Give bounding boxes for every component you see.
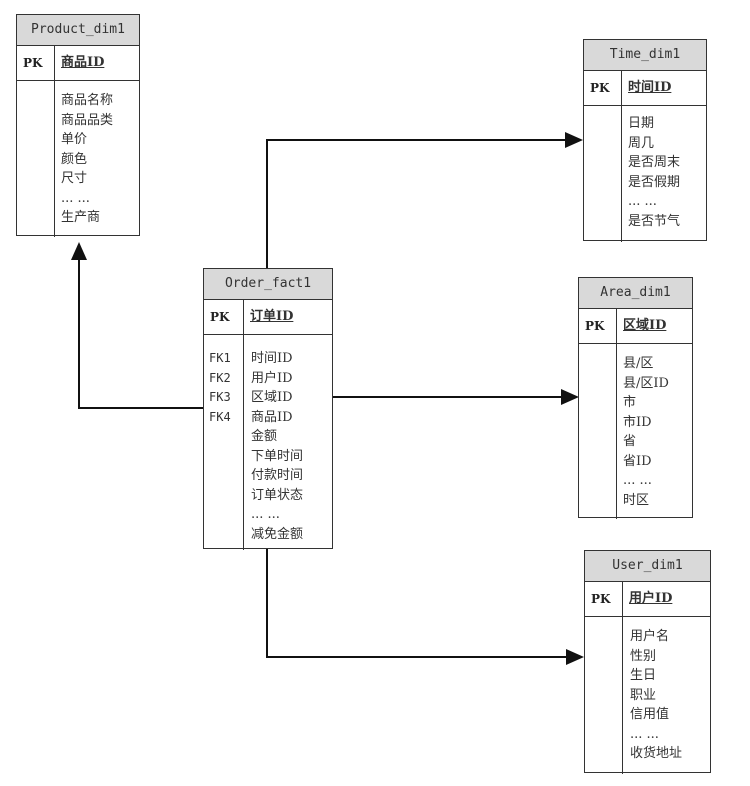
pk-label: PK xyxy=(17,46,55,80)
arrow-area-icon xyxy=(561,389,579,405)
entity-title: User_dim1 xyxy=(585,551,710,582)
field-list: 时间ID 用户ID 区域ID 商品ID 金额 下单时间 付款时间 订单状态 ..… xyxy=(244,335,332,550)
pk-field: 订单ID xyxy=(250,309,294,324)
field: 时间ID xyxy=(251,351,293,366)
pk-row: PK 区域ID xyxy=(579,309,692,344)
field: 县/区ID xyxy=(623,375,669,391)
field: 周几 xyxy=(628,135,655,151)
entity-body: 日期 周几 是否周末 是否假期 ... ... 是否节气 xyxy=(584,106,706,242)
field: 县/区 xyxy=(623,356,654,371)
field: 颜色 xyxy=(61,151,88,167)
field: 用户ID xyxy=(251,370,293,386)
field: 下单时间 xyxy=(251,448,304,464)
pk-field: 用户ID xyxy=(629,591,673,606)
field: 付款时间 xyxy=(251,468,304,483)
field: 性别 xyxy=(630,648,657,664)
field-list: 县/区 县/区ID 市 市ID 省 省ID ... ... 时区 xyxy=(617,344,692,519)
field: ... ... xyxy=(623,473,652,488)
field: 市 xyxy=(623,395,637,410)
pk-field: 区域ID xyxy=(623,318,667,333)
entity-title: Time_dim1 xyxy=(584,40,706,71)
entity-order-fact1: Order_fact1 PK 订单ID FK1 FK2 FK3 FK4 时间ID… xyxy=(203,268,333,550)
pk-field: 时间ID xyxy=(628,80,672,95)
field: 省 xyxy=(623,434,637,449)
relation-order-time xyxy=(266,139,572,268)
arrow-product-icon xyxy=(71,242,87,260)
pk-row: PK 时间ID xyxy=(584,71,706,106)
field: 是否假期 xyxy=(628,174,681,190)
field: 时区 xyxy=(623,492,650,508)
entity-body: 商品名称 商品品类 单价 颜色 尺寸 ... ... 生产商 xyxy=(17,81,139,237)
entity-body: FK1 FK2 FK3 FK4 时间ID 用户ID 区域ID 商品ID 金额 下… xyxy=(204,335,332,550)
field: 金额 xyxy=(251,429,278,444)
pk-label: PK xyxy=(584,71,622,105)
field: 用户名 xyxy=(630,629,670,644)
relation-order-user xyxy=(266,549,573,658)
field: 信用值 xyxy=(630,707,670,722)
field: 省ID xyxy=(623,453,652,469)
entity-product-dim1: Product_dim1 PK 商品ID 商品名称 商品品类 单价 颜色 尺寸 … xyxy=(16,14,140,237)
field: 商品品类 xyxy=(61,112,114,128)
entity-user-dim1: User_dim1 PK 用户ID 用户名 性别 生日 职业 信用值 ... .… xyxy=(584,550,711,774)
field: 单价 xyxy=(61,132,88,147)
field: 生产商 xyxy=(61,210,101,225)
entity-time-dim1: Time_dim1 PK 时间ID 日期 周几 是否周末 是否假期 ... ..… xyxy=(583,39,707,242)
arrow-user-icon xyxy=(566,649,584,665)
pk-field: 商品ID xyxy=(61,55,105,70)
fk-list: FK1 FK2 FK3 FK4 xyxy=(204,335,244,550)
field-list: 商品名称 商品品类 单价 颜色 尺寸 ... ... 生产商 xyxy=(55,81,139,237)
arrow-time-icon xyxy=(565,132,583,148)
field-list: 日期 周几 是否周末 是否假期 ... ... 是否节气 xyxy=(622,106,706,242)
field: 日期 xyxy=(628,116,655,131)
field: 区域ID xyxy=(251,390,293,405)
entity-title: Product_dim1 xyxy=(17,15,139,46)
field: 是否周末 xyxy=(628,155,681,170)
field: 职业 xyxy=(630,687,657,703)
field: ... ... xyxy=(61,190,90,206)
fk-label: FK3 xyxy=(209,390,231,404)
pk-label: PK xyxy=(204,300,244,334)
relation-order-product xyxy=(78,252,203,409)
entity-title: Area_dim1 xyxy=(579,278,692,309)
pk-label: PK xyxy=(585,582,623,616)
entity-body: 用户名 性别 生日 职业 信用值 ... ... 收货地址 xyxy=(585,617,710,774)
field: 商品ID xyxy=(251,409,293,425)
field: 订单状态 xyxy=(251,487,304,503)
field: 商品名称 xyxy=(61,93,114,108)
field: ... ... xyxy=(630,726,659,742)
pk-row: PK 用户ID xyxy=(585,582,710,617)
pk-row: PK 商品ID xyxy=(17,46,139,81)
pk-row: PK 订单ID xyxy=(204,300,332,335)
entity-area-dim1: Area_dim1 PK 区域ID 县/区 县/区ID 市 市ID 省 省ID … xyxy=(578,277,693,519)
entity-title: Order_fact1 xyxy=(204,269,332,300)
field-list: 用户名 性别 生日 职业 信用值 ... ... 收货地址 xyxy=(623,617,710,774)
field: 收货地址 xyxy=(630,746,683,761)
fk-label: FK4 xyxy=(209,409,231,424)
field: ... ... xyxy=(251,507,280,522)
field: 市ID xyxy=(623,414,652,430)
fk-label: FK1 xyxy=(209,351,231,365)
field: ... ... xyxy=(628,194,657,209)
pk-label: PK xyxy=(579,309,617,343)
fk-label: FK2 xyxy=(209,370,231,385)
field: 减免金额 xyxy=(251,526,304,542)
field: 尺寸 xyxy=(61,171,88,186)
field: 是否节气 xyxy=(628,213,681,229)
field: 生日 xyxy=(630,668,657,683)
entity-body: 县/区 县/区ID 市 市ID 省 省ID ... ... 时区 xyxy=(579,344,692,519)
